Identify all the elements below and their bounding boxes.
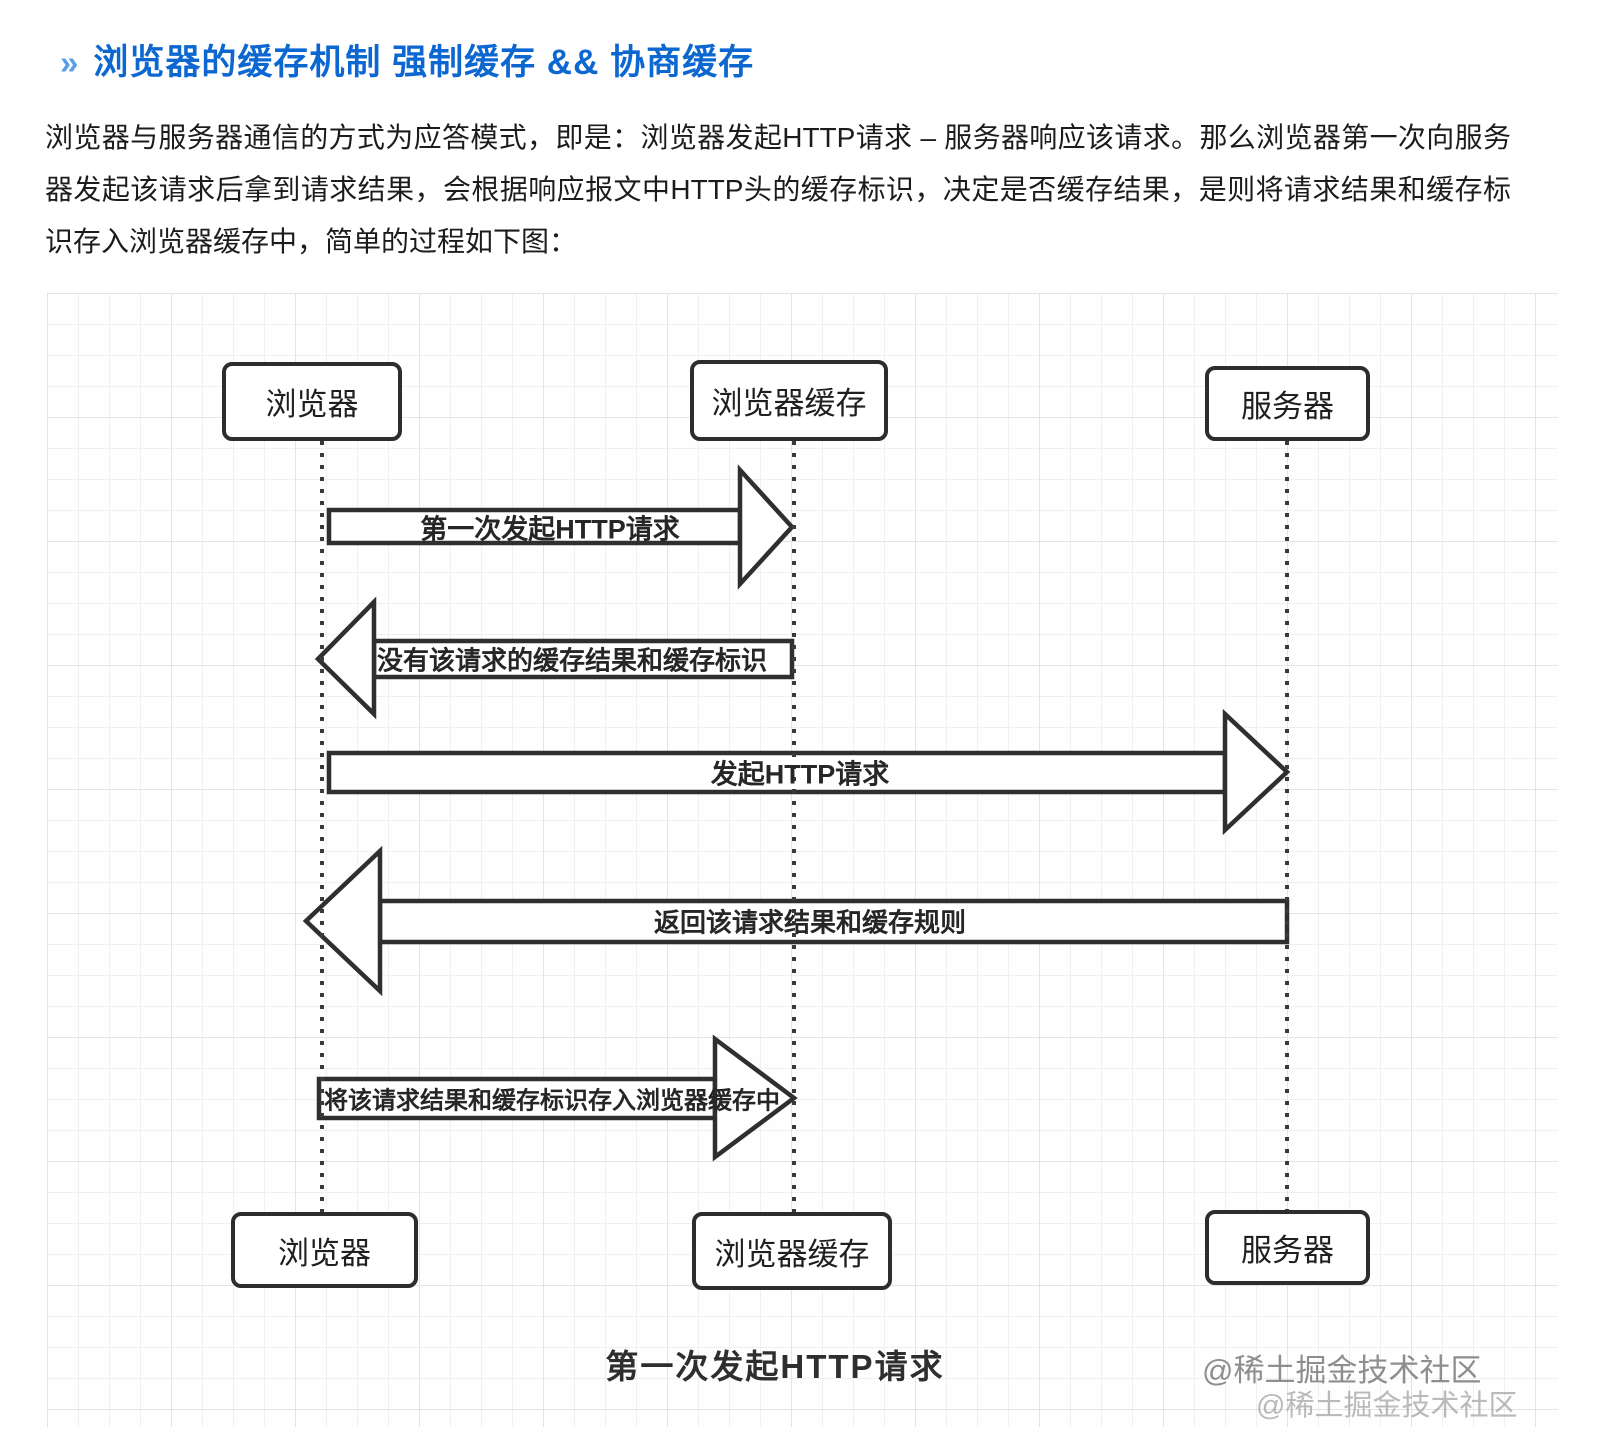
heading-text: 浏览器的缓存机制 强制缓存 && 协商缓存 — [93, 43, 755, 82]
message-label-no-cache-result: 没有该请求的缓存结果和缓存标识 — [376, 645, 768, 676]
actor-label: 服务器 — [1241, 389, 1334, 424]
actor-label: 浏览器 — [265, 387, 359, 422]
actor-label: 浏览器 — [278, 1235, 371, 1271]
intro-paragraph: 浏览器与服务器通信的方式为应答模式，即是：浏览器发起HTTP请求 – 服务器响应… — [45, 122, 1511, 257]
actor-bottom-server: 服务器 — [1205, 1210, 1370, 1285]
actor-top-server: 服务器 — [1205, 366, 1370, 441]
watermark-juejin-1: @稀土掘金技术社区 — [1202, 1353, 1482, 1388]
heading-marker-icon: » — [60, 44, 80, 81]
actor-bottom-browser: 浏览器 — [231, 1212, 418, 1288]
message-label-send-http-request: 发起HTTP请求 — [710, 759, 890, 790]
message-label-first-http-request: 第一次发起HTTP请求 — [420, 514, 680, 545]
watermark-juejin-2: @稀土掘金技术社区 — [1256, 1390, 1518, 1422]
page-title: » 浏览器的缓存机制 强制缓存 && 协商缓存 — [60, 34, 754, 85]
actor-top-browser: 浏览器 — [222, 362, 402, 441]
diagram-caption: 第一次发起HTTP请求 — [605, 1348, 945, 1385]
actor-top-browser-cache: 浏览器缓存 — [690, 360, 888, 441]
actor-label: 浏览器缓存 — [714, 1236, 870, 1272]
actor-label: 服务器 — [1241, 1233, 1334, 1268]
message-label-store-into-cache: 将该请求结果和缓存标识存入浏览器缓存中 — [324, 1087, 780, 1115]
message-label-return-result-and-rules: 返回该请求结果和缓存规则 — [653, 907, 967, 938]
actor-bottom-browser-cache: 浏览器缓存 — [692, 1212, 892, 1290]
actor-label: 浏览器缓存 — [711, 386, 867, 421]
